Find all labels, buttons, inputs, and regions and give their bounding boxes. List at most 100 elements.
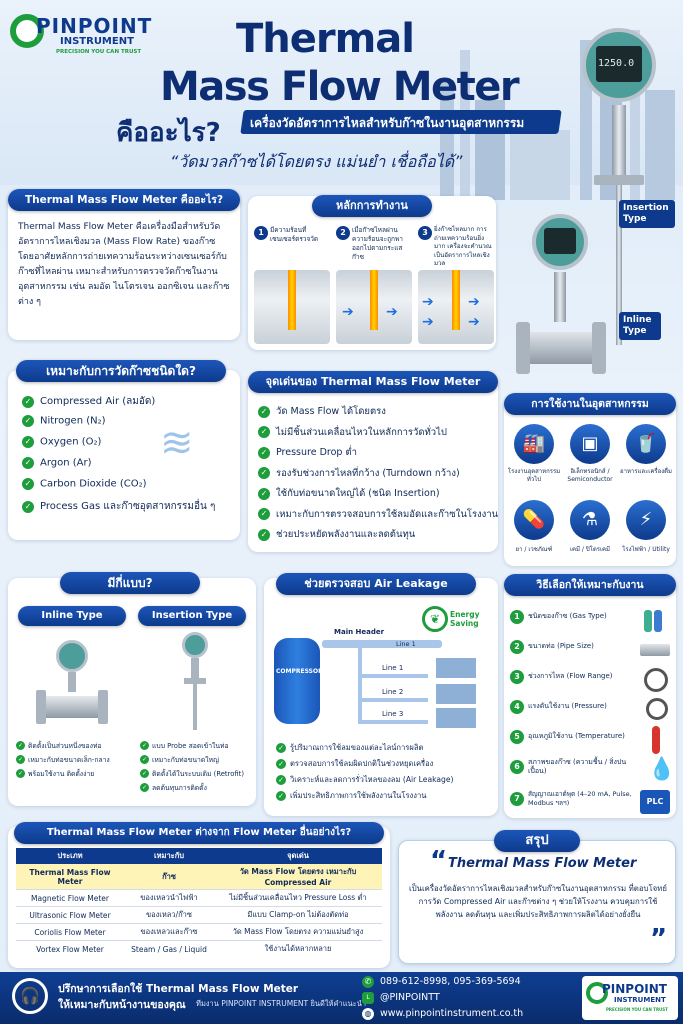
flow-arrow-icon: ➔ [422, 294, 434, 310]
choose-item: 7 สัญญาณเอาต์พุต (4–20 mA, Pulse, Modbus… [508, 788, 674, 818]
check-icon: ✓ [22, 395, 34, 408]
footer-logo: PINPOINT INSTRUMENT PRECISION YOU CAN TR… [582, 976, 678, 1020]
line-label: Line 1 [382, 664, 404, 672]
footer-line-1: ปรึกษาการเลือกใช้ Thermal Mass Flow Mete… [58, 983, 299, 995]
compressor-label: COMPRESSOR [276, 668, 323, 675]
footer-line-id[interactable]: @PINPOINTT [380, 992, 440, 1003]
insertion-type-tag: Insertion Type [619, 200, 675, 228]
pipe-diagram-3: ➔ ➔ ➔ ➔ [418, 270, 494, 344]
insertion-type-title: Insertion Type [138, 606, 246, 626]
footer-line-3: ทีมงาน PINPOINT INSTRUMENT ยินดีให้คำแนะ… [196, 999, 367, 1008]
types-heading: มีกี่แบบ? [60, 572, 200, 594]
brand-name-2: INSTRUMENT [60, 36, 134, 47]
choose-item: 2 ขนาดท่อ (Pipe Size) [508, 636, 674, 664]
droplet-icon: 💧 [648, 757, 676, 782]
quote-open-icon: “ [430, 846, 448, 876]
compressor-tank [274, 638, 320, 724]
table-row: Thermal Mass Flow Meter ก๊าซ วัด Mass Fl… [16, 864, 382, 890]
insertion-meter-illustration: 1250.0 [574, 10, 674, 370]
hero-subtitle: เครื่องวัดอัตราการไหลสำหรับก๊าซในงานอุตส… [250, 116, 525, 130]
step-number: 2 [336, 226, 350, 240]
phone-icon: ✆ [362, 976, 374, 988]
step-text: มีความร้อนที่เซนเซอร์ตรวจวัด [270, 226, 319, 243]
industry-label: ยา / เวชภัณฑ์ [515, 546, 553, 553]
choose-item: 5 อุณหภูมิใช้งาน (Temperature) [508, 726, 674, 754]
footer-website[interactable]: www.pinpointinstrument.co.th [380, 1008, 524, 1019]
highlights-card [248, 376, 498, 552]
brand-logo: PINPOINT INSTRUMENT PRECISION YOU CAN TR… [10, 10, 153, 60]
compare-heading: Thermal Mass Flow Meter ต่างจาก Flow Met… [14, 822, 384, 844]
flow-arrow-icon: ➔ [422, 314, 434, 330]
check-icon: ✓ [276, 742, 286, 753]
line-label: Line 2 [382, 688, 404, 696]
step-number: 1 [254, 226, 268, 240]
principle-step-3: 3 ยิ่งก๊าซไหลมาก การถ่ายเทความร้อนยิ่งมา… [418, 226, 494, 269]
gas-cylinder-icon [642, 606, 664, 632]
gases-heading: เหมาะกับการวัดก๊าซชนิดใด? [16, 360, 226, 382]
check-icon: ✓ [140, 755, 149, 764]
industry-label: เคมี / ปิโตรเคมี [569, 546, 611, 553]
highlight-item: ✓Pressure Drop ต่ำ [258, 445, 494, 466]
air-leak-list: ✓รู้ปริมาณการใช้ลมของแต่ละไลน์การผลิต ✓ต… [276, 742, 496, 806]
flow-arrow-icon: ➔ [468, 294, 480, 310]
footer-brand-name-2: INSTRUMENT [614, 996, 666, 1004]
hero-quote: “วัดมวลก๊าซได้โดยตรง แม่นยำ เชื่อถือได้” [170, 152, 463, 171]
gases-card [8, 370, 240, 540]
principle-heading: หลักการทำงาน [312, 195, 432, 217]
footer-phone[interactable]: 089-612-8998, 095-369-5694 [380, 976, 521, 987]
summary-body: เป็นเครื่องวัดอัตราการไหลเชิงมวลสำหรับก๊… [409, 884, 667, 919]
check-icon: ✓ [276, 774, 286, 785]
summary-title: Thermal Mass Flow Meter [448, 856, 637, 871]
industry-label: โรงไฟฟ้า / Utility [622, 546, 670, 553]
pill-icon: 💊 [514, 500, 554, 540]
insertion-type-image [180, 632, 210, 732]
highlight-item: ✓ช่วยประหยัดพลังงานและลดต้นทุน [258, 527, 494, 548]
check-icon: ✓ [258, 528, 270, 541]
industry-heading: การใช้งานในอุตสาหกรรม [504, 393, 676, 415]
gas-item: ✓Compressed Air (ลมอัด) [22, 394, 236, 415]
check-icon: ✓ [258, 508, 270, 520]
compare-header-feature: จุดเด่น [287, 851, 309, 860]
table-row: Coriolis Flow Meter ของเหลวและก๊าซ วัด M… [16, 923, 382, 941]
highlight-item: ✓ไม่มีชิ้นส่วนเคลื่อนไหวในหลักการวัดทั่ว… [258, 425, 494, 446]
inline-type-title: Inline Type [18, 606, 126, 626]
flow-arrow-icon: ➔ [468, 314, 480, 330]
compare-header-use: เหมาะกับ [154, 851, 184, 860]
food-drink-icon: 🥤 [626, 424, 666, 464]
what-is-body: Thermal Mass Flow Meter คือเครื่องมือสำห… [18, 222, 230, 307]
gas-item: ✓Oxygen (O₂) [22, 436, 236, 457]
check-icon: ✓ [258, 487, 270, 500]
footer-brand-tagline: PRECISION YOU CAN TRUST [606, 1007, 668, 1012]
choose-item: 4 แรงดันใช้งาน (Pressure) [508, 696, 674, 724]
gases-list: ✓Compressed Air (ลมอัด) ✓Nitrogen (N₂) ✓… [22, 394, 236, 520]
globe-icon: ◍ [362, 1008, 374, 1020]
chip-icon: ▣ [570, 424, 610, 464]
check-icon: ✓ [140, 783, 149, 792]
highlights-heading: จุดเด่นของ Thermal Mass Flow Meter [248, 371, 498, 393]
check-icon: ✓ [276, 758, 286, 769]
industry-label: อิเล็กทรอนิกส์ / Semiconductor [567, 468, 613, 483]
factory-icon: 🏭 [514, 424, 554, 464]
header-line-label: Line 1 [396, 640, 416, 648]
flow-arrow-icon: ➔ [386, 304, 398, 320]
line-label: Line 3 [382, 710, 404, 718]
pipe-diagram-1 [254, 270, 330, 344]
principle-steps: 1 มีความร้อนที่เซนเซอร์ตรวจวัด 2 เมื่อก๊… [254, 226, 494, 346]
branch-pipe [358, 674, 428, 678]
headset-icon: 🎧 [12, 978, 48, 1014]
branch-pipe [358, 648, 362, 722]
pressure-gauge-icon [646, 698, 668, 720]
industry-grid: 🏭 โรงงานอุตสาหกรรมทั่วไป ▣ อิเล็กทรอนิกส… [504, 420, 676, 560]
summary-heading: สรุป [494, 830, 580, 852]
step-text: เมื่อก๊าซไหลผ่านความร้อนจะถูกพาออกไปตามก… [352, 226, 403, 261]
inline-meter-illustration [516, 210, 626, 380]
main-header-label: Main Header [334, 628, 385, 636]
table-row: Magnetic Flow Meter ของเหลวนำไฟฟ้า ไม่มี… [16, 889, 382, 907]
brand-name: PINPOINT [36, 14, 153, 38]
industry-label: อาหารและเครื่องดื่ม [620, 468, 672, 475]
compare-header-type: ประเภท [57, 851, 83, 860]
main-header-pipe [322, 640, 442, 648]
factory-building-icon [436, 708, 476, 728]
air-leak-heading: ช่วยตรวจสอบ Air Leakage [276, 573, 476, 595]
table-row: Ultrasonic Flow Meter ของเหลว/ก๊าซ มีแบบ… [16, 906, 382, 924]
